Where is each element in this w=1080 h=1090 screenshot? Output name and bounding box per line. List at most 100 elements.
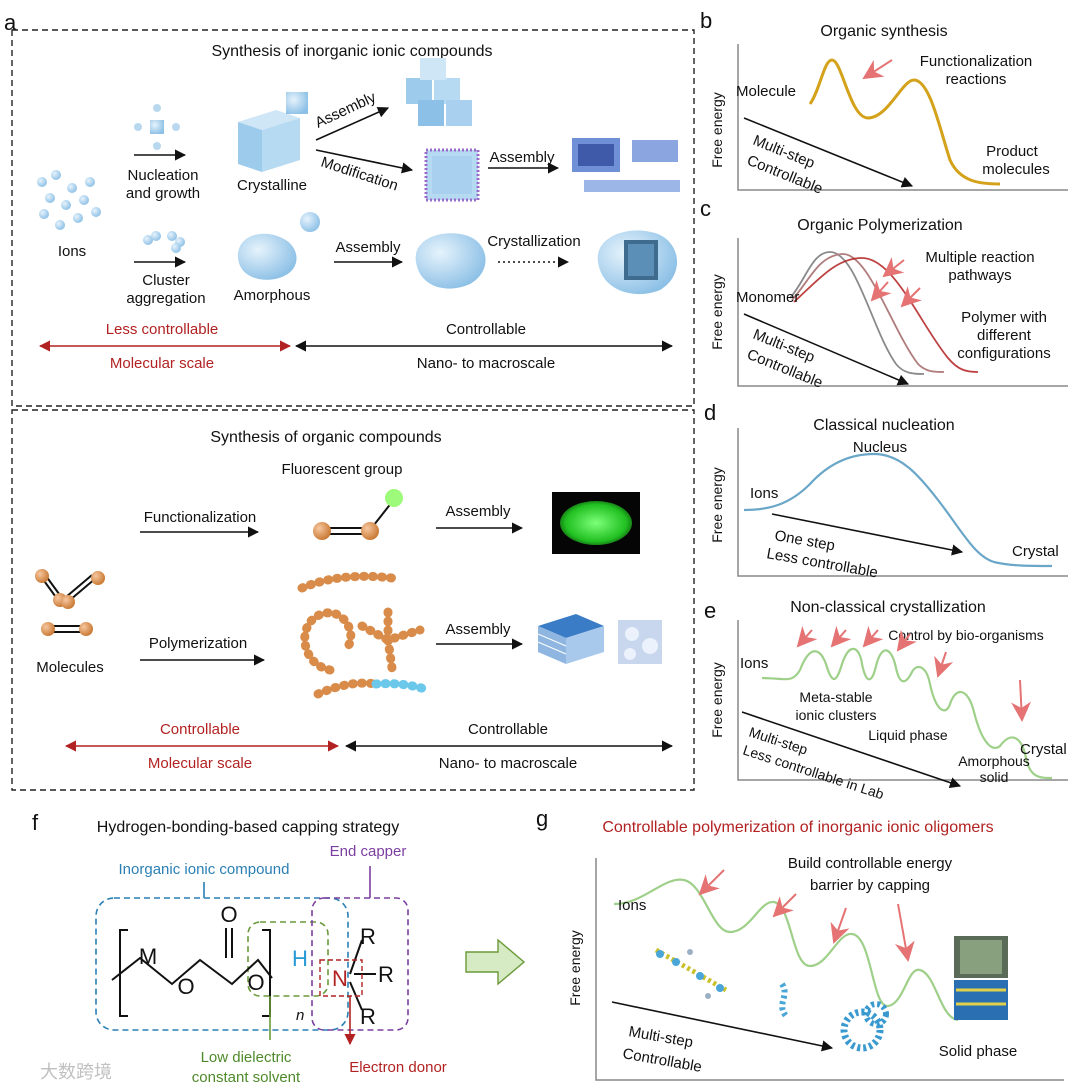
- nano-macro-label-top: Nano- to macroscale: [417, 355, 555, 372]
- modified-cube: [424, 148, 480, 202]
- e-pink-arrow-6: [1011, 679, 1032, 722]
- controllable-label-bottom: Controllable: [468, 721, 548, 738]
- f-R1: R: [360, 924, 376, 949]
- c-pink-arrow-3: [900, 286, 922, 308]
- c-pathways-1: Multiple reaction: [925, 249, 1034, 266]
- a-bottom-title: Synthesis of organic compounds: [210, 429, 441, 446]
- f-O1: O: [177, 974, 194, 999]
- c-curve-1: [789, 251, 925, 375]
- f-to-g-arrow: [465, 938, 526, 986]
- molecular-scale-label-top: Molecular scale: [110, 355, 214, 372]
- fluorescent-label: Fluorescent group: [282, 461, 403, 478]
- assembled-modified-cubes: [572, 138, 680, 192]
- b-title: Organic synthesis: [820, 23, 947, 40]
- g-pink-arrow-4: [894, 903, 915, 962]
- fluorescent-molecule: [313, 489, 403, 540]
- assembled-cubes: [406, 58, 472, 126]
- molecules-illustration: [35, 569, 105, 636]
- e-pink-arrow-1: [796, 625, 818, 648]
- g-build-2: barrier by capping: [810, 877, 930, 894]
- molecules-label: Molecules: [36, 659, 104, 676]
- d-nucleus: Nucleus: [853, 439, 907, 456]
- f-low-dielectric-2: constant solvent: [192, 1069, 301, 1086]
- g-multistep-arrow: [611, 1001, 834, 1052]
- c-pathways-2: pathways: [948, 267, 1011, 284]
- crystallized-blob: [597, 230, 678, 295]
- c-ylabel: Free energy: [709, 274, 725, 349]
- b-axes: [737, 44, 1068, 191]
- d-ylabel: Free energy: [709, 467, 725, 542]
- f-low-dielectric-1: Low dielectric: [201, 1049, 292, 1066]
- d-ions: Ions: [750, 485, 778, 502]
- layered-assembly: [537, 614, 662, 664]
- nucleation-icon: [134, 104, 180, 150]
- g-pink-arrow-3: [830, 907, 850, 944]
- b-func-2: reactions: [946, 71, 1007, 88]
- c-curve-3: [793, 257, 979, 373]
- c-polymer-2: different: [977, 327, 1032, 344]
- assembly-arrow-top: [315, 106, 390, 141]
- crystalline-label: Crystalline: [237, 177, 307, 194]
- f-M: M: [139, 944, 157, 969]
- functionalization-label: Functionalization: [144, 509, 257, 526]
- f-endcapper-label: End capper: [330, 843, 407, 860]
- controllable-label-top: Controllable: [446, 321, 526, 338]
- g-pink-arrow-1: [698, 869, 725, 896]
- panel-label-d: d: [704, 400, 716, 425]
- f-N-group: [349, 939, 376, 1011]
- e-title: Non-classical crystallization: [790, 599, 986, 616]
- f-electron-donor: Electron donor: [349, 1059, 447, 1076]
- f-title: Hydrogen-bonding-based capping strategy: [97, 819, 399, 836]
- g-solid-phase: Solid phase: [939, 1043, 1017, 1060]
- cluster-icon: [143, 231, 185, 253]
- f-R3: R: [360, 1004, 376, 1029]
- panel-a-top-box: [11, 29, 695, 407]
- b-curve: [808, 58, 1001, 186]
- g-oligomer-illustrations: [654, 947, 889, 1052]
- g-ylabel: Free energy: [567, 930, 583, 1005]
- cluster-label-2: aggregation: [126, 290, 205, 307]
- c-polymer-1: Polymer with: [961, 309, 1047, 326]
- f-O2: O: [220, 902, 237, 927]
- panel-label-c: c: [700, 196, 711, 221]
- assembly-label-mod: Assembly: [489, 149, 555, 166]
- d-title: Classical nucleation: [813, 417, 954, 434]
- e-control: Control by bio-organisms: [888, 627, 1044, 643]
- e-multistep-arrow: [741, 711, 962, 789]
- assembly-label-amorph: Assembly: [335, 239, 401, 256]
- f-R2: R: [378, 962, 394, 987]
- f-n: n: [296, 1007, 304, 1024]
- e-liquid: Liquid phase: [868, 727, 948, 743]
- e-pink-arrow-2: [830, 625, 852, 648]
- b-product-2: molecules: [982, 161, 1050, 178]
- d-onestep-arrow: [771, 513, 964, 556]
- polymerization-label: Polymerization: [149, 635, 247, 652]
- g-build-1: Build controllable energy: [788, 855, 953, 872]
- modification-arrow: [315, 149, 414, 174]
- g-ions: Ions: [618, 897, 646, 914]
- c-polymer-3: configurations: [957, 345, 1050, 362]
- amorphous-label: Amorphous: [234, 287, 311, 304]
- polymer-chains: [297, 571, 433, 699]
- e-ylabel: Free energy: [709, 662, 725, 737]
- molecular-scale-label-bottom: Molecular scale: [148, 755, 252, 772]
- assembly-label-poly: Assembly: [445, 621, 511, 638]
- nano-macro-label-bottom: Nano- to macroscale: [439, 755, 577, 772]
- assembly-label-top: Assembly: [313, 89, 380, 132]
- controllable-label-red: Controllable: [160, 721, 240, 738]
- amorphous-blob: [237, 233, 297, 280]
- panel-label-e: e: [704, 598, 716, 623]
- c-title: Organic Polymerization: [797, 217, 962, 234]
- e-amorphous-1: Amorphous: [958, 753, 1030, 769]
- d-axes: [737, 428, 1068, 577]
- e-pink-arrow-5: [934, 651, 954, 678]
- f-N-box: [319, 959, 363, 997]
- panel-label-f: f: [32, 810, 39, 835]
- a-top-title: Synthesis of inorganic ionic compounds: [211, 43, 492, 60]
- e-metastable-2: ionic clusters: [796, 707, 877, 723]
- crystallization-label: Crystallization: [487, 233, 580, 250]
- e-amorphous-2: solid: [980, 769, 1009, 785]
- g-title: Controllable polymerization of inorganic…: [602, 819, 993, 836]
- c-axes: [737, 238, 1068, 387]
